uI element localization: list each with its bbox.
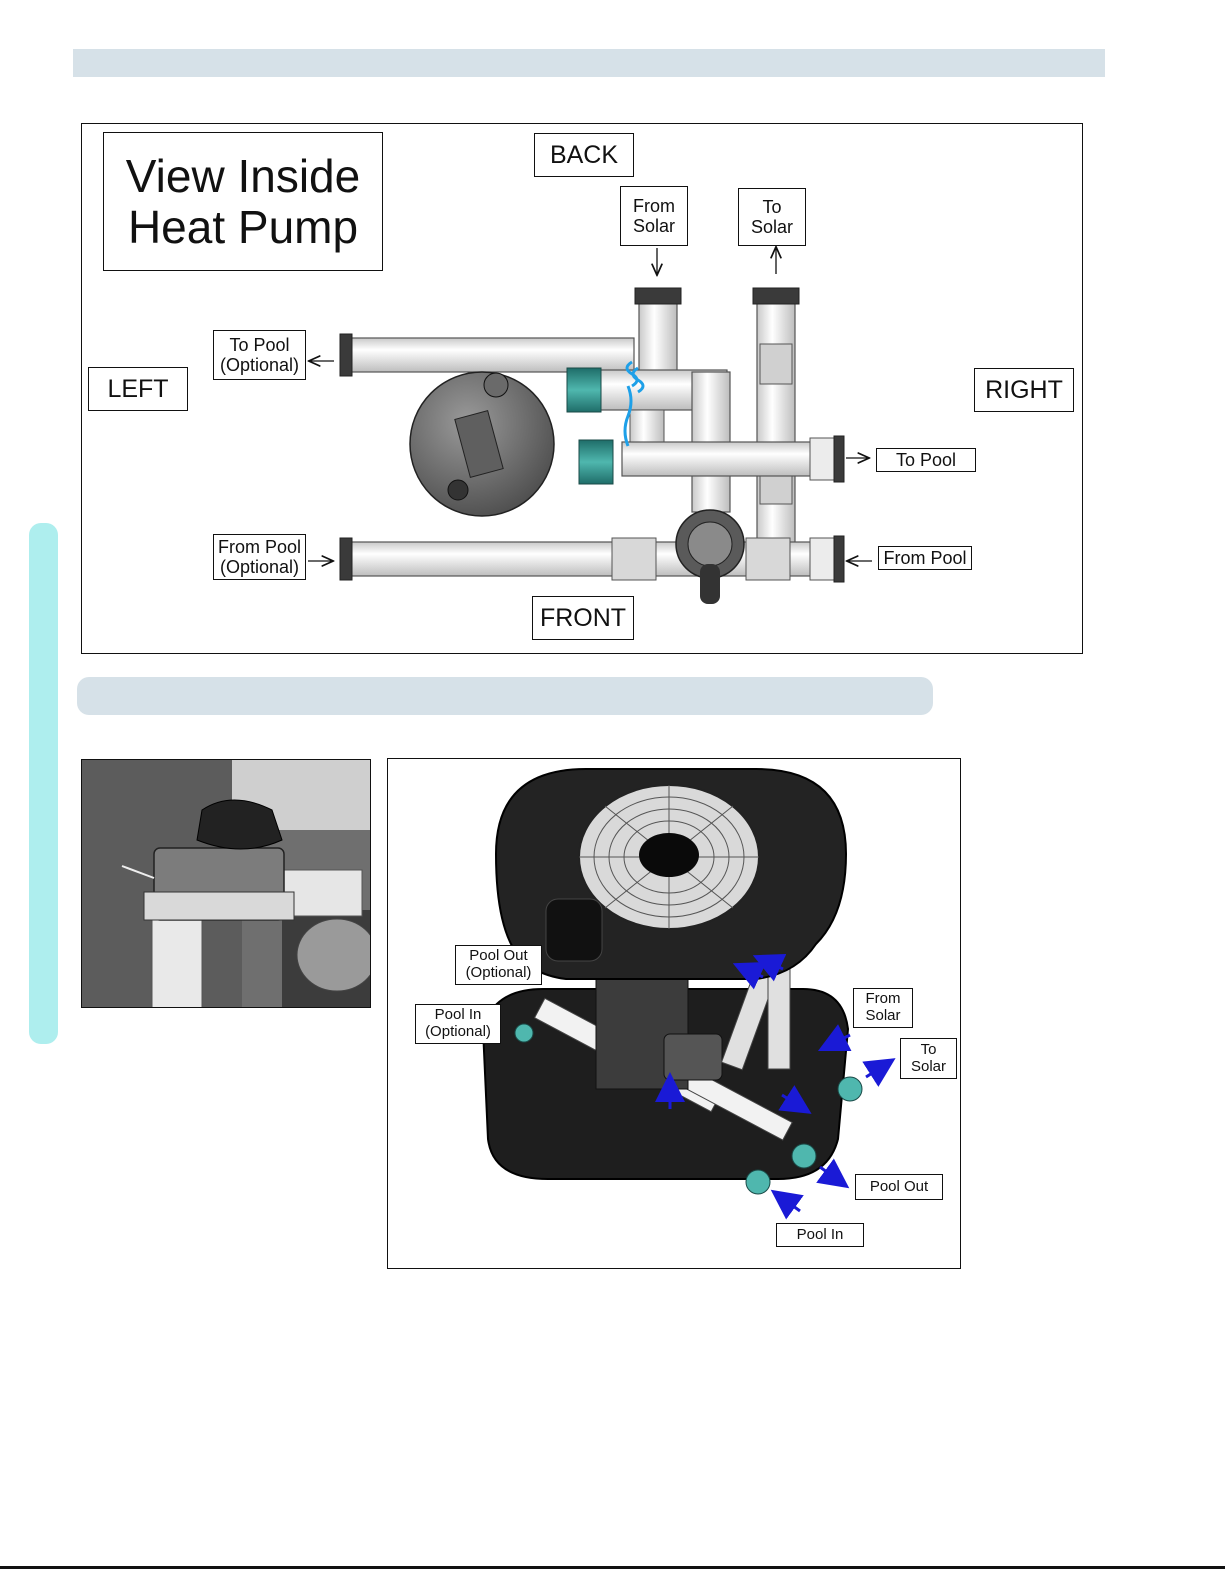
label-pool-in: Pool In xyxy=(776,1223,864,1247)
section-bar xyxy=(77,677,933,715)
pipe-coupling xyxy=(760,344,792,384)
teal-fitting xyxy=(792,1144,816,1168)
pipe-cap xyxy=(340,334,352,376)
pipe-to-pool-optional xyxy=(344,338,634,372)
label-to-pool-optional: To Pool (Optional) xyxy=(213,330,306,380)
label-to-solar: To Solar xyxy=(900,1038,957,1079)
pipe-cap-to-solar xyxy=(753,288,799,304)
pipe-coupling xyxy=(746,538,790,580)
pipe-to-pool xyxy=(622,442,842,476)
label-pool-out: Pool Out xyxy=(855,1174,943,1200)
teal-fitting xyxy=(579,440,613,484)
pipe-from-solar xyxy=(639,292,677,382)
fan-hub xyxy=(639,833,699,877)
valve-handle xyxy=(700,564,720,604)
plumbing-diagram-top: View Inside Heat Pump BACK FRONT LEFT RI… xyxy=(81,123,1083,654)
label-to-pool: To Pool xyxy=(876,448,976,472)
pipe-cap xyxy=(834,436,844,482)
tank-nut xyxy=(484,373,508,397)
valve-dial xyxy=(688,522,732,566)
pipe-cap-from-solar xyxy=(635,288,681,304)
side-tab xyxy=(29,523,58,1044)
pipe-to-solar xyxy=(757,292,795,572)
teal-fitting xyxy=(746,1170,770,1194)
teal-fitting xyxy=(838,1077,862,1101)
valve-actuator xyxy=(664,1034,722,1080)
heat-pump-diagram-bottom: Pool Out (Optional) Pool In (Optional) F… xyxy=(387,758,961,1269)
label-pool-in-optional: Pool In (Optional) xyxy=(415,1004,501,1044)
pipe-elbow xyxy=(297,919,371,991)
actuator-bracket xyxy=(144,892,294,920)
direction-right: RIGHT xyxy=(974,368,1074,412)
direction-front: FRONT xyxy=(532,596,634,640)
valve-closeup-photo xyxy=(81,759,371,1008)
label-to-solar: To Solar xyxy=(738,188,806,246)
pipe-cap xyxy=(834,536,844,582)
label-from-solar: From Solar xyxy=(620,186,688,246)
header-bar xyxy=(73,49,1105,77)
teal-fitting xyxy=(567,368,601,412)
direction-left: LEFT xyxy=(88,367,188,411)
label-from-pool: From Pool xyxy=(878,546,972,570)
label-pool-out-optional: Pool Out (Optional) xyxy=(455,945,542,985)
bottom-rule xyxy=(0,1566,1225,1569)
tank-port xyxy=(448,480,468,500)
label-from-pool-optional: From Pool (Optional) xyxy=(213,534,306,580)
pipe-cap xyxy=(340,538,352,580)
teal-fitting xyxy=(515,1024,533,1042)
pipe-coupling xyxy=(612,538,656,580)
label-from-solar: From Solar xyxy=(853,988,913,1028)
display-panel xyxy=(546,899,602,961)
diagram-title: View Inside Heat Pump xyxy=(103,132,383,271)
pipe-vertical xyxy=(152,910,202,1008)
direction-back: BACK xyxy=(534,133,634,177)
